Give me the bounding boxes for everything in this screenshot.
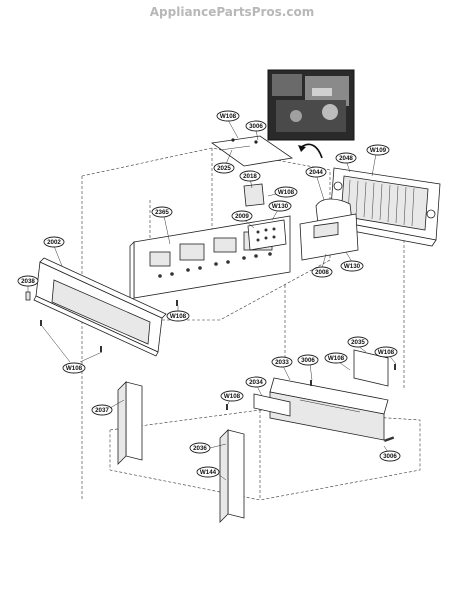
callout-3006c: 3006 — [379, 450, 401, 462]
svg-text:2044: 2044 — [309, 169, 323, 176]
callout-w108e: W108 — [324, 352, 348, 364]
svg-text:W108: W108 — [278, 189, 295, 196]
svg-text:W108: W108 — [224, 393, 241, 400]
callout-2009: 2009 — [231, 210, 253, 222]
svg-text:W144: W144 — [200, 469, 217, 476]
callout-2025: 2025 — [213, 162, 235, 174]
callout-2002: 2002 — [43, 236, 65, 248]
callout-w109: W109 — [366, 144, 390, 156]
callout-2035: 2035 — [347, 336, 369, 348]
svg-text:W108: W108 — [66, 365, 83, 372]
svg-text:W130: W130 — [344, 263, 361, 270]
callout-2018: 2018 — [239, 170, 261, 182]
side-bracket-2037 — [117, 381, 143, 465]
lower-trim-2035 — [353, 349, 389, 387]
callout-2037: 2037 — [91, 404, 113, 416]
display-2008 — [299, 213, 359, 261]
svg-text:W108: W108 — [328, 355, 345, 362]
svg-text:W109: W109 — [370, 147, 387, 154]
svg-text:2033: 2033 — [275, 359, 289, 366]
svg-text:2365: 2365 — [155, 209, 169, 216]
callout-3006: 3006 — [245, 120, 267, 132]
callout-w108: W108 — [216, 110, 240, 122]
svg-text:2009: 2009 — [235, 213, 249, 220]
svg-text:2035: 2035 — [351, 339, 365, 346]
svg-text:2008: 2008 — [315, 269, 329, 276]
callout-2034: 2034 — [245, 376, 267, 388]
callout-w130: W130 — [268, 200, 292, 212]
svg-text:2038: 2038 — [21, 278, 35, 285]
svg-text:W130: W130 — [272, 203, 289, 210]
svg-text:2025: 2025 — [217, 165, 231, 172]
svg-text:2048: 2048 — [339, 155, 353, 162]
callout-w108c: W108 — [166, 310, 190, 322]
svg-text:2018: 2018 — [243, 173, 257, 180]
callout-2008: 2008 — [311, 266, 333, 278]
callout-2033: 2033 — [271, 356, 293, 368]
callout-2036: 2036 — [189, 442, 211, 454]
bracket-2025 — [210, 135, 294, 167]
screw-2038 — [25, 291, 31, 301]
callout-w144: W144 — [196, 466, 220, 478]
callout-2038: 2038 — [17, 275, 39, 287]
bracket-2034 — [253, 393, 291, 417]
bracket-2018 — [243, 183, 265, 207]
callout-2365: 2365 — [151, 206, 173, 218]
callout-labels: W108 3006 2025 2018 W108 2044 2048 W109 … — [17, 110, 401, 478]
callout-2044: 2044 — [305, 166, 327, 178]
svg-text:W108: W108 — [170, 313, 187, 320]
leader-lines — [27, 119, 397, 481]
svg-text:2002: 2002 — [47, 239, 61, 246]
callout-w130b: W130 — [340, 260, 364, 272]
svg-text:3006: 3006 — [301, 357, 315, 364]
svg-text:W108: W108 — [378, 349, 395, 356]
callout-w108b: W108 — [274, 186, 298, 198]
side-bracket-2036 — [219, 429, 245, 523]
screws — [40, 300, 396, 443]
callout-3006b: 3006 — [297, 354, 319, 366]
watermark: AppliancePartsPros.com — [150, 5, 314, 19]
svg-text:3006: 3006 — [383, 453, 397, 460]
inset-photo — [267, 69, 355, 159]
callout-w108g: W108 — [220, 390, 244, 402]
svg-text:2036: 2036 — [193, 445, 207, 452]
callout-2048: 2048 — [335, 152, 357, 164]
control-panel-2002 — [33, 257, 167, 357]
callout-w108f: W108 — [374, 346, 398, 358]
svg-text:2037: 2037 — [95, 407, 109, 414]
svg-text:2034: 2034 — [249, 379, 263, 386]
svg-text:3006: 3006 — [249, 123, 263, 130]
svg-text:W108: W108 — [220, 113, 237, 120]
callout-w108d: W108 — [62, 362, 86, 374]
keypad-board-2009 — [247, 219, 287, 251]
